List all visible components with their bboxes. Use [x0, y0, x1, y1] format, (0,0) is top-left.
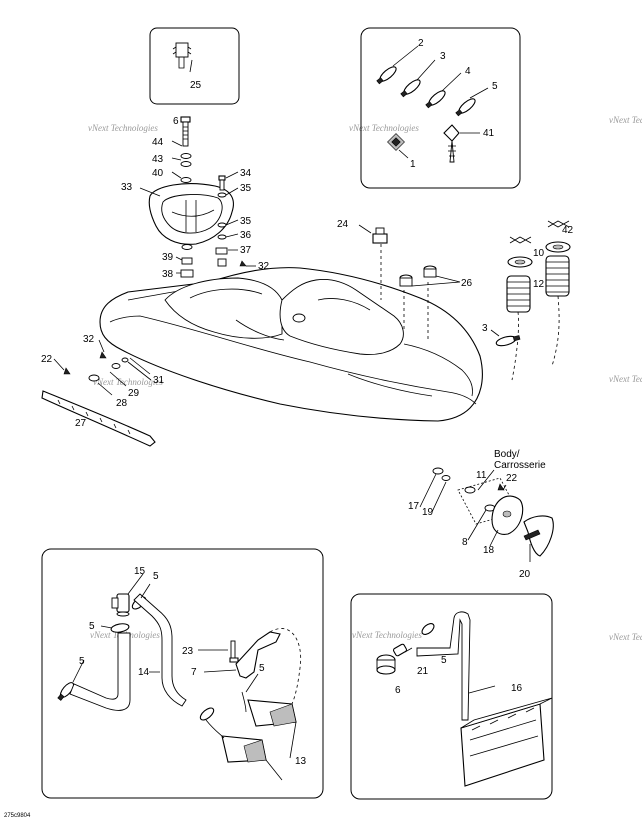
callout-label: 6 [395, 685, 401, 696]
callout-label: 22 [506, 473, 518, 484]
callout-label: 18 [483, 545, 495, 556]
callout-label: 5 [153, 571, 159, 582]
part-vent-filters [506, 220, 571, 381]
callout-label: 21 [417, 666, 429, 677]
callout-label: 44 [152, 137, 164, 148]
callout-label: 39 [162, 252, 174, 263]
callout-label: 7 [191, 667, 197, 678]
callout-label: 20 [519, 569, 531, 580]
callout-label: 38 [162, 269, 174, 280]
callout-label: 10 [533, 248, 545, 259]
callout-label: 37 [240, 245, 252, 256]
watermark: vNext Technologies [88, 123, 158, 133]
callout-label: 5 [89, 621, 95, 632]
callout-label: 32 [258, 261, 270, 272]
callout-label: 32 [83, 334, 95, 345]
watermark: vNext Technologies [93, 377, 163, 387]
callout-label: 33 [121, 182, 133, 193]
watermark: vNext Technologies [352, 630, 422, 640]
body-caption-line1: Body/ [494, 449, 520, 460]
part-rub-rail [41, 351, 156, 447]
hull-body [99, 244, 483, 422]
callout-label: 25 [190, 80, 202, 91]
callout-label: 36 [240, 230, 252, 241]
callout-label: 14 [138, 667, 150, 678]
callout-label: 5 [259, 663, 265, 674]
callout-label: 31 [153, 375, 165, 386]
watermark: vNext Technologies [349, 123, 419, 133]
part-25-rivet [172, 42, 193, 73]
callout-label: 34 [240, 168, 252, 179]
callout-label: 2 [418, 38, 424, 49]
callout-label: 24 [337, 219, 349, 230]
callout-label: 6 [173, 116, 179, 127]
callout-label: 41 [483, 128, 495, 139]
callout-label: 4 [465, 66, 471, 77]
body-caption-line2: Carrosserie [494, 460, 546, 471]
callout-label: 17 [408, 501, 420, 512]
drawing-code: 275c9804 [4, 813, 31, 819]
part-battery-vent [376, 611, 553, 787]
callout-label: 5 [79, 656, 85, 667]
callout-label: 40 [152, 168, 164, 179]
callout-label: 27 [75, 418, 87, 429]
callout-label: 5 [492, 81, 498, 92]
watermark: vNext Technologies [609, 632, 642, 642]
callout-label: 1 [410, 159, 416, 170]
leader-lines [53, 140, 507, 693]
inset-box-fastener [149, 27, 240, 105]
callout-label: 12 [533, 279, 545, 290]
callout-label: 35 [240, 183, 252, 194]
callout-label: 26 [461, 278, 473, 289]
callout-label: 42 [562, 225, 574, 236]
callout-label: 19 [422, 507, 434, 518]
callout-label: 3 [482, 323, 488, 334]
callout-label: 3 [440, 51, 446, 62]
part-seat-latch [148, 116, 256, 278]
inset-box-battery-vent [350, 593, 553, 800]
part-grab-handle [432, 467, 554, 562]
callout-label: 11 [476, 470, 487, 481]
callout-label: 16 [511, 683, 523, 694]
callout-label: 15 [134, 566, 146, 577]
callout-labels: 2 3 4 5 41 1 25 6 44 43 40 34 35 33 35 3… [4, 38, 574, 819]
part-3-tie [490, 329, 521, 347]
callout-label: 43 [152, 154, 164, 165]
part-bilge-system [57, 593, 302, 781]
callout-label: 5 [441, 655, 447, 666]
inset-box-bilge-hoses [41, 548, 324, 799]
part-1-clip [387, 133, 409, 159]
part-tie-raps [376, 45, 489, 117]
callout-label: 35 [240, 216, 252, 227]
callout-label: 13 [295, 756, 307, 767]
watermark: vNext Technologies [609, 374, 642, 384]
callout-label: 28 [116, 398, 128, 409]
part-24-grommet [358, 224, 388, 244]
inset-box-ties [360, 27, 521, 189]
callout-label: 29 [128, 388, 140, 399]
part-41-screw [443, 124, 480, 163]
callout-label: 23 [182, 646, 194, 657]
watermark: vNext Technologies [609, 115, 642, 125]
callout-label: 22 [41, 354, 53, 365]
callout-label: 8 [462, 537, 468, 548]
part-26-plugs [399, 265, 461, 287]
